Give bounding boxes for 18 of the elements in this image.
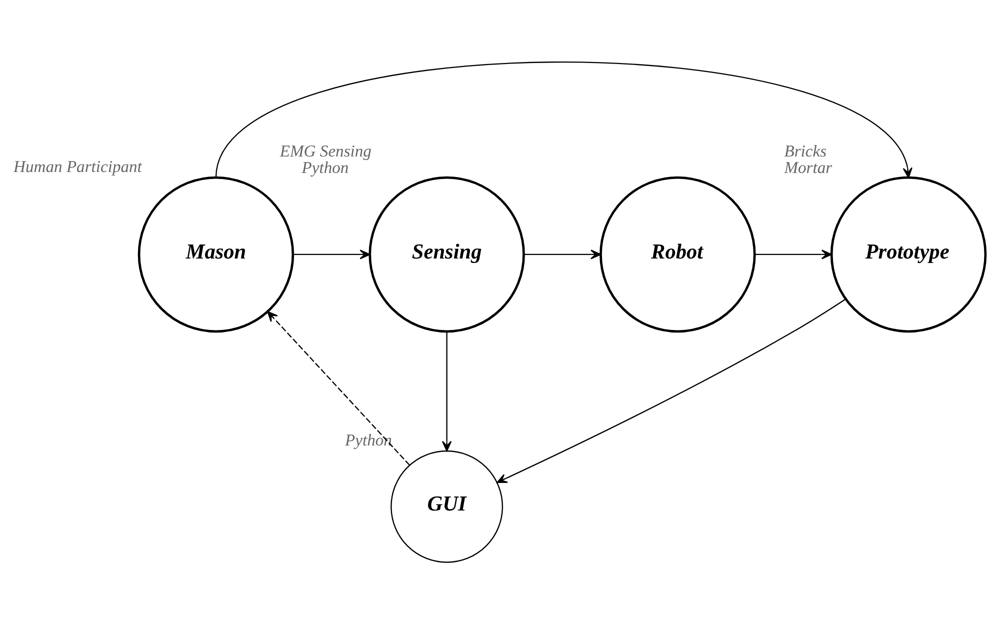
arrow <box>442 331 452 451</box>
arrow <box>524 249 602 259</box>
node-circle: GUI <box>390 450 504 562</box>
node-label: Human Participant <box>14 156 142 176</box>
node-label: Bricks <box>784 140 827 160</box>
node-circle: Mason <box>138 176 294 332</box>
arrow <box>267 310 410 465</box>
arrow <box>293 249 370 259</box>
node-circle: Robot <box>600 176 756 332</box>
arrow <box>754 249 832 259</box>
node-label: Python <box>345 430 392 449</box>
node-label: Python <box>302 158 349 177</box>
node-label: Mortar <box>784 158 832 177</box>
node-circle: Prototype <box>830 176 987 332</box>
node-circle: Sensing <box>368 176 525 332</box>
node-label: EMG Sensing <box>280 140 372 160</box>
arrow <box>215 61 912 178</box>
arrow <box>496 298 846 483</box>
